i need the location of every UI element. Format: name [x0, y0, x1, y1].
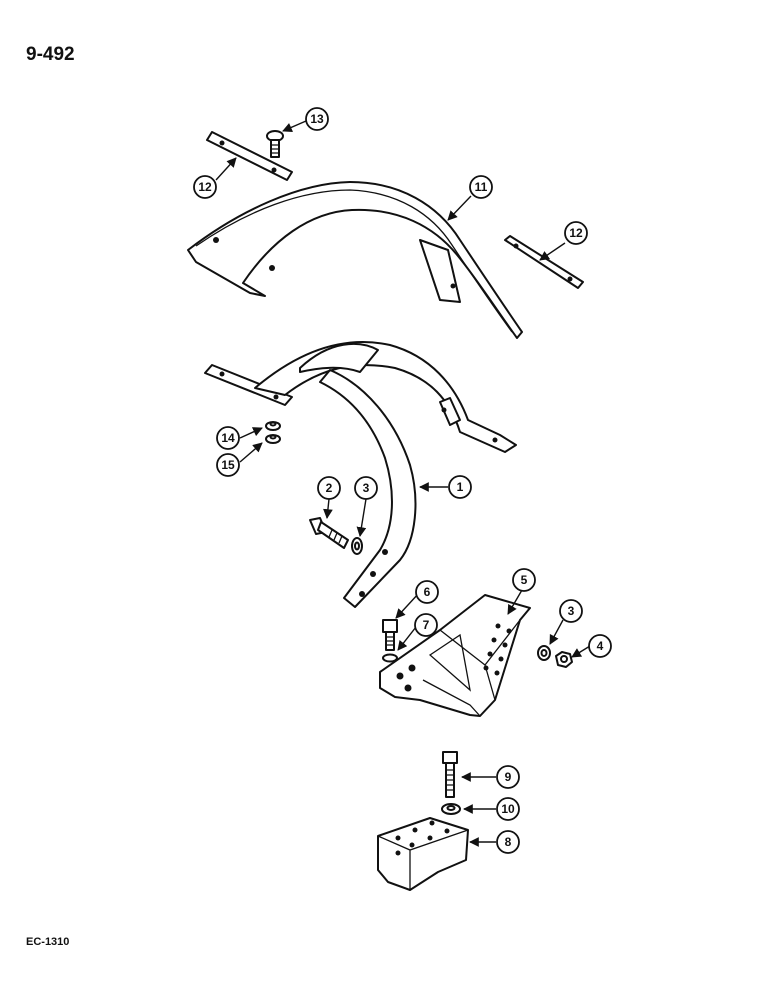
- callout-12-left: 12: [193, 175, 217, 199]
- svg-text:14: 14: [221, 431, 235, 445]
- washer-3-right: [537, 645, 551, 661]
- callout-14: 14: [216, 426, 240, 450]
- svg-text:12: 12: [198, 180, 212, 194]
- svg-text:4: 4: [597, 639, 604, 653]
- strap-plate-right: [504, 235, 584, 289]
- callout-8: 8: [496, 830, 520, 854]
- svg-text:7: 7: [423, 618, 430, 632]
- svg-text:3: 3: [568, 604, 575, 618]
- callout-3-left: 3: [354, 476, 378, 500]
- svg-text:9: 9: [505, 770, 512, 784]
- callout-9: 9: [496, 765, 520, 789]
- strap-plate-left: [206, 131, 293, 181]
- svg-text:12: 12: [569, 226, 583, 240]
- fender-bracket: [204, 341, 517, 608]
- washer-15: [265, 434, 281, 444]
- svg-text:13: 13: [310, 112, 324, 126]
- svg-text:10: 10: [501, 802, 515, 816]
- callout-2: 2: [317, 476, 341, 500]
- callout-1: 1: [448, 475, 472, 499]
- callout-4: 4: [588, 634, 612, 658]
- spacer-block: [377, 817, 469, 891]
- callout-6: 6: [415, 580, 439, 604]
- svg-text:1: 1: [457, 480, 464, 494]
- washer-3-left: [351, 537, 363, 555]
- svg-text:6: 6: [424, 585, 431, 599]
- mounting-plate: [379, 594, 531, 717]
- callout-7: 7: [414, 613, 438, 637]
- callout-12-right: 12: [564, 221, 588, 245]
- callout-5: 5: [512, 568, 536, 592]
- nut: [555, 651, 573, 668]
- page-number: 9-492: [26, 44, 75, 65]
- callout-15: 15: [216, 453, 240, 477]
- fender-shell: [187, 181, 523, 339]
- svg-text:2: 2: [326, 481, 333, 495]
- callout-10: 10: [496, 797, 520, 821]
- figure-code: EC-1310: [26, 936, 70, 948]
- svg-text:8: 8: [505, 835, 512, 849]
- bolt-6: [382, 619, 398, 651]
- callout-11: 11: [469, 175, 493, 199]
- screw: [266, 130, 284, 158]
- bolt: [309, 517, 349, 549]
- washer-10: [441, 803, 461, 815]
- callout-3-right: 3: [559, 599, 583, 623]
- svg-text:11: 11: [475, 180, 488, 194]
- svg-text:15: 15: [221, 458, 235, 472]
- bolt-9: [442, 751, 458, 798]
- svg-text:3: 3: [363, 481, 370, 495]
- leader-lines: [215, 120, 591, 847]
- svg-text:5: 5: [521, 573, 528, 587]
- callout-13: 13: [305, 107, 329, 131]
- washer-7: [382, 653, 398, 663]
- washer-14: [265, 421, 281, 431]
